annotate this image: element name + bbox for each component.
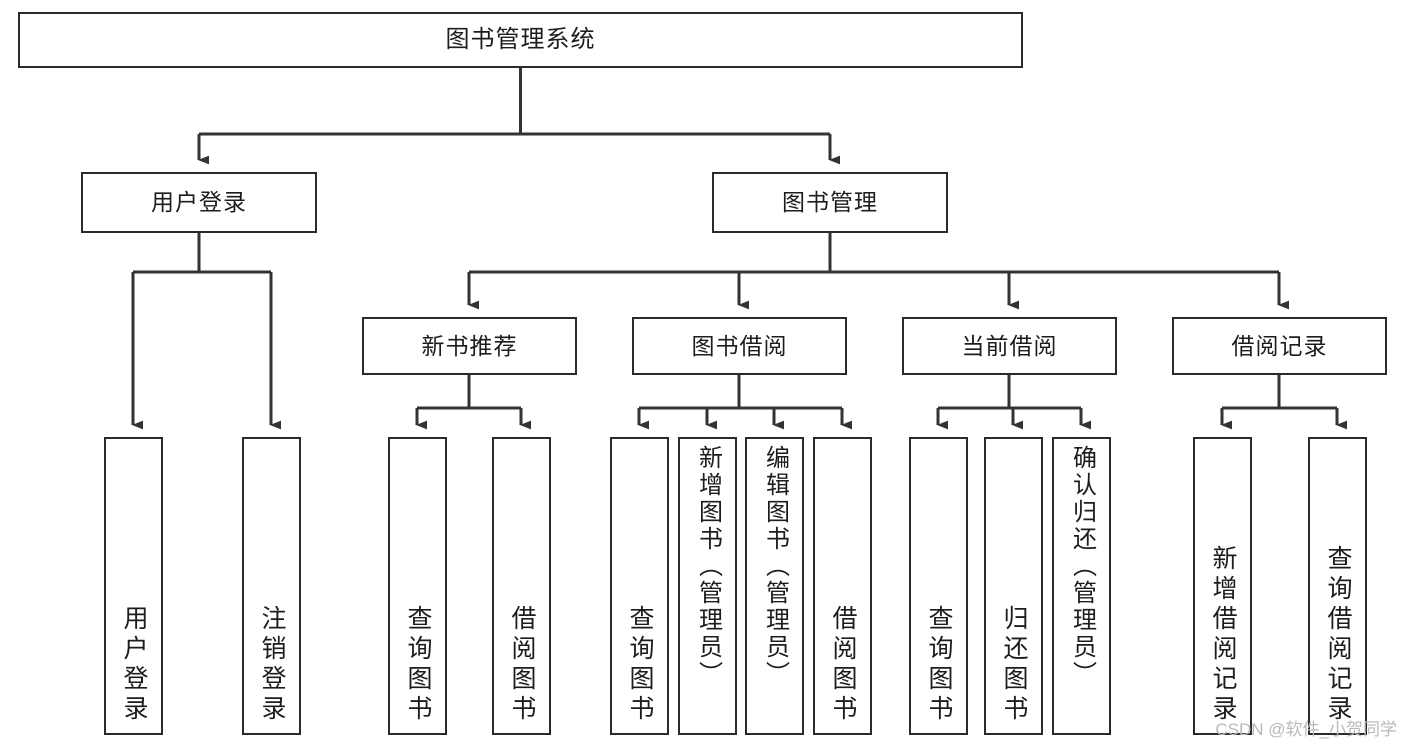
node-leaf-confirm-return[interactable]: 确认归还（管理员）	[1052, 437, 1111, 735]
node-leaf-edit-book-label: 编辑图书（管理员）	[761, 445, 789, 688]
node-book-borrow-label: 图书借阅	[691, 332, 788, 359]
node-leaf-user-login[interactable]: 用户登录	[104, 437, 163, 735]
node-current-borrow-label: 当前借阅	[961, 332, 1058, 359]
node-leaf-query-book-1[interactable]: 查询图书	[388, 437, 447, 735]
node-root[interactable]: 图书管理系统	[18, 12, 1023, 68]
node-leaf-add-book[interactable]: 新增图书（管理员）	[678, 437, 737, 735]
node-leaf-query-book-2[interactable]: 查询图书	[610, 437, 669, 735]
node-leaf-edit-book[interactable]: 编辑图书（管理员）	[745, 437, 804, 735]
node-new-book-rec-label: 新书推荐	[421, 332, 518, 359]
node-leaf-logout-login-label: 注销登录	[258, 605, 286, 725]
node-leaf-add-record[interactable]: 新增借阅记录	[1193, 437, 1252, 735]
node-current-borrow[interactable]: 当前借阅	[902, 317, 1117, 375]
node-leaf-borrow-book-2-label: 借阅图书	[829, 605, 857, 725]
node-leaf-borrow-book-2[interactable]: 借阅图书	[813, 437, 872, 735]
node-book-borrow[interactable]: 图书借阅	[632, 317, 847, 375]
node-user-login[interactable]: 用户登录	[81, 172, 317, 233]
node-leaf-query-book-3-label: 查询图书	[925, 605, 953, 725]
node-book-manage[interactable]: 图书管理	[712, 172, 948, 233]
node-user-login-label: 用户登录	[151, 189, 247, 216]
node-leaf-query-book-1-label: 查询图书	[404, 605, 432, 725]
node-leaf-query-book-2-label: 查询图书	[626, 605, 654, 725]
node-leaf-confirm-return-label: 确认归还（管理员）	[1068, 445, 1096, 688]
node-leaf-add-book-label: 新增图书（管理员）	[694, 445, 722, 688]
node-leaf-borrow-book-1[interactable]: 借阅图书	[492, 437, 551, 735]
node-leaf-query-record[interactable]: 查询借阅记录	[1308, 437, 1367, 735]
node-leaf-logout-login[interactable]: 注销登录	[242, 437, 301, 735]
node-leaf-return-book[interactable]: 归还图书	[984, 437, 1043, 735]
node-leaf-user-login-label: 用户登录	[120, 605, 148, 725]
node-leaf-return-book-label: 归还图书	[1000, 605, 1028, 725]
node-leaf-borrow-book-1-label: 借阅图书	[508, 605, 536, 725]
node-borrow-record-label: 借阅记录	[1231, 332, 1328, 359]
node-leaf-add-record-label: 新增借阅记录	[1209, 545, 1237, 725]
node-book-manage-label: 图书管理	[782, 189, 878, 216]
node-root-label: 图书管理系统	[445, 26, 596, 54]
node-leaf-query-book-3[interactable]: 查询图书	[909, 437, 968, 735]
node-new-book-rec[interactable]: 新书推荐	[362, 317, 577, 375]
node-leaf-query-record-label: 查询借阅记录	[1324, 545, 1352, 725]
watermark: CSDN @软件_小贺同学	[1215, 720, 1397, 739]
node-borrow-record[interactable]: 借阅记录	[1172, 317, 1387, 375]
